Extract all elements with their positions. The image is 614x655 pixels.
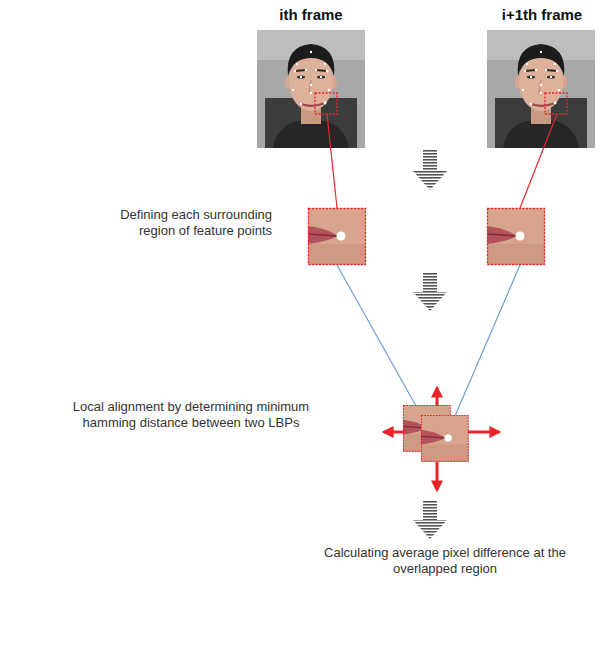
- leader-line: [455, 265, 520, 416]
- step-label: Calculating average pixel difference at …: [298, 545, 592, 577]
- face-photo: [487, 30, 595, 148]
- leader-line: [327, 114, 337, 208]
- shift-arrows: [384, 388, 499, 490]
- step-arrow: [413, 272, 447, 311]
- leader-line: [520, 114, 557, 208]
- frame-heading: i+1th frame: [478, 6, 606, 24]
- step-arrow: [413, 150, 447, 190]
- face-photo: [257, 30, 365, 148]
- step-arrow: [413, 500, 447, 539]
- region-patch: [308, 208, 366, 265]
- leader-line: [337, 265, 416, 406]
- frame-panel: ith frame: [248, 6, 374, 150]
- frame-heading: ith frame: [248, 6, 374, 24]
- region-patch: [487, 208, 545, 265]
- region-patch: [421, 415, 469, 462]
- step-label: Local alignment by determining minimum h…: [55, 399, 327, 431]
- step-label: Defining each surrounding region of feat…: [84, 207, 272, 239]
- frame-panel: i+1th frame: [478, 6, 606, 150]
